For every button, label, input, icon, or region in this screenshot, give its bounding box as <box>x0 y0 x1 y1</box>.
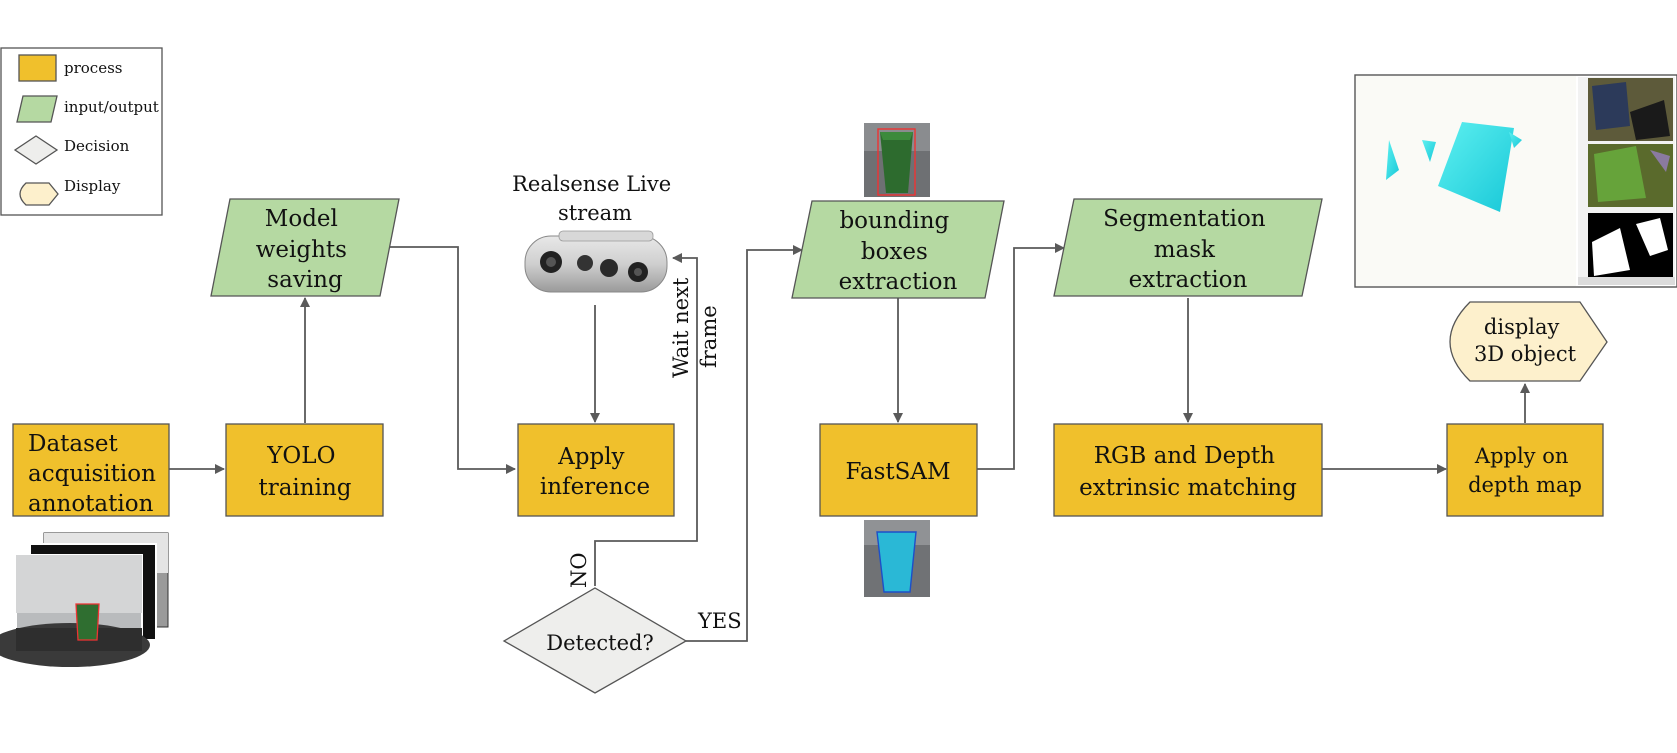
legend-decision-swatch <box>13 135 59 165</box>
node-model-weights: Model weights saving <box>210 198 400 297</box>
node-yolo: YOLO training <box>225 423 384 517</box>
node-segmentation: Segmentation mask extraction <box>1053 198 1323 297</box>
detected-diamond <box>502 587 688 694</box>
model-weights-label: Model weights saving <box>256 206 355 293</box>
legend-io-label: input/output <box>64 98 159 116</box>
legend-decision-label: Decision <box>64 137 130 155</box>
legend-io-swatch <box>16 95 58 123</box>
segmentation-shape <box>1053 198 1323 297</box>
dataset-images-stack <box>0 532 169 667</box>
legend: process input/output Decision Display <box>0 47 163 216</box>
realsense-camera-image <box>524 230 668 293</box>
edge-fastsam-segmentation <box>977 243 1065 470</box>
legend-process-swatch <box>18 54 57 82</box>
fastsam-box <box>819 423 978 517</box>
legend-process-label: process <box>64 59 122 77</box>
rgb-depth-box <box>1053 423 1323 517</box>
node-detected: Detected? <box>502 587 688 694</box>
dataset-box <box>12 423 170 517</box>
apply-depth-label: Apply on depth map <box>1468 444 1582 497</box>
bbox-thumbnail-image <box>864 123 930 197</box>
fastsam-thumbnail-image <box>864 520 930 597</box>
3d-display-screenshot <box>1354 74 1677 288</box>
node-apply-inference: Apply inference <box>517 423 675 517</box>
node-realsense: Realsense Live stream <box>512 172 678 293</box>
node-bbox: bounding boxes extraction <box>791 200 1005 299</box>
bbox-label: bounding boxes extraction <box>839 208 958 295</box>
no-label: NO <box>567 552 591 588</box>
segmentation-label: Segmentation mask extraction <box>1103 206 1273 293</box>
legend-display-label: Display <box>64 177 121 195</box>
edge-weights-inference <box>388 246 516 474</box>
yolo-label: YOLO training <box>258 443 351 501</box>
apply-inference-box <box>517 423 675 517</box>
node-dataset: Dataset acquisition annotation <box>12 423 170 517</box>
edge-no-loop <box>594 253 698 586</box>
apply-inference-label: Apply inference <box>540 444 650 500</box>
display-3d-shape <box>1449 301 1608 382</box>
yolo-box <box>225 423 384 517</box>
fastsam-label: FastSAM <box>845 459 950 485</box>
legend-display-swatch <box>19 182 59 206</box>
bbox-shape <box>791 200 1005 299</box>
apply-depth-box <box>1446 423 1604 517</box>
edges <box>169 243 1530 642</box>
edge-yes-bbox <box>686 245 803 642</box>
node-rgb-depth: RGB and Depth extrinsic matching <box>1053 423 1323 517</box>
rgb-depth-label: RGB and Depth extrinsic matching <box>1079 443 1297 501</box>
node-fastsam: FastSAM <box>819 423 978 517</box>
model-weights-shape <box>210 198 400 297</box>
display-3d-label: display 3D object <box>1474 315 1577 366</box>
yes-label: YES <box>697 609 742 633</box>
wait-next-frame-label: Wait next frame <box>669 271 721 378</box>
node-apply-depth: Apply on depth map <box>1446 423 1604 517</box>
realsense-label: Realsense Live stream <box>512 172 678 225</box>
dataset-label: Dataset acquisition annotation <box>28 431 163 517</box>
detected-label: Detected? <box>546 631 653 655</box>
node-display-3d: display 3D object <box>1449 301 1608 382</box>
